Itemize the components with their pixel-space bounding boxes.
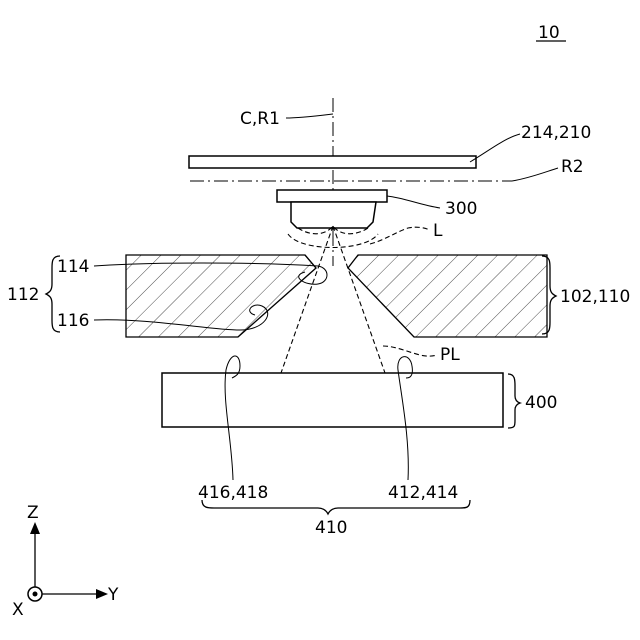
label-416-418: 416,418 xyxy=(198,483,268,503)
label-214-210: 214,210 xyxy=(521,123,591,143)
target-400 xyxy=(162,373,503,427)
part-300-top xyxy=(277,190,387,202)
label-116: 116 xyxy=(57,311,89,331)
label-400: 400 xyxy=(525,393,557,413)
label-300: 300 xyxy=(445,199,477,219)
beam-line-right xyxy=(333,226,385,373)
leader-300 xyxy=(387,196,440,208)
leader-l xyxy=(370,227,430,244)
label-410: 410 xyxy=(315,518,347,538)
label-c-r1: C,R1 xyxy=(240,109,280,129)
leader-c-r1 xyxy=(286,114,333,118)
leader-r2 xyxy=(512,168,558,181)
label-l: L xyxy=(433,221,443,241)
label-412-414: 412,414 xyxy=(388,483,458,503)
leader-pl xyxy=(383,346,437,356)
axis-label-z: Z xyxy=(27,503,39,523)
axis-label-y: Y xyxy=(107,585,119,605)
plate-214-210 xyxy=(189,156,476,168)
block-right-102-110 xyxy=(340,255,550,337)
part-300-body xyxy=(291,202,376,228)
coordinate-axes xyxy=(28,522,108,601)
label-r2: R2 xyxy=(561,157,584,177)
brace-400 xyxy=(508,374,520,428)
axis-label-x: X xyxy=(12,600,24,620)
block-left-112 xyxy=(126,255,366,337)
label-112: 112 xyxy=(7,285,39,305)
leader-214-210 xyxy=(470,134,520,162)
beam-line-left xyxy=(281,226,333,373)
figure-ref-number: 10 xyxy=(538,23,560,43)
label-pl: PL xyxy=(440,345,460,365)
label-114: 114 xyxy=(57,257,89,277)
label-102-110: 102,110 xyxy=(560,287,630,307)
